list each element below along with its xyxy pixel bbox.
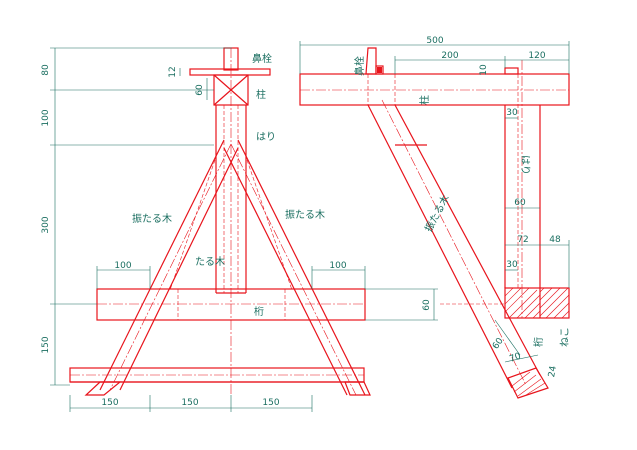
dim-h100b: 100 [329, 261, 346, 271]
label-furutaruki-right: 振たる木 [285, 208, 325, 221]
dim-v100: 100 [41, 109, 51, 126]
dim-h72: 72 [517, 235, 528, 245]
beam-end-hatched [504, 287, 570, 319]
dim-v60: 60 [514, 198, 526, 208]
label-furutaruki-left: 振たる木 [132, 212, 172, 225]
beam [96, 288, 366, 321]
label-hashira-left: 柱 [256, 88, 266, 101]
dim-v300: 300 [41, 216, 51, 233]
dim-v150: 150 [41, 336, 51, 353]
dim-h48: 48 [549, 235, 561, 245]
side-elevation: 500 200 120 10 30 60 72 48 30 60 70 24 鼻… [299, 36, 571, 399]
label-hanabashira-left: 鼻栓 [252, 52, 272, 65]
dim-h200: 200 [441, 51, 458, 61]
label-taruki: たる木 [195, 256, 225, 268]
right-foot [344, 381, 371, 396]
label-keta-left: 桁 [254, 305, 264, 318]
dim-h100a: 100 [114, 261, 131, 271]
label-hanabashira-right: 鼻栓 [353, 56, 366, 76]
label-hari-left: はり [256, 131, 276, 143]
dim-v12: 12 [168, 66, 178, 77]
dim-h500: 500 [426, 36, 443, 46]
dim-d24: 24 [547, 365, 559, 378]
label-furutaruki-side: 振たる木 [422, 193, 452, 234]
dim-v30b: 30 [506, 260, 518, 270]
hatch-pattern [504, 287, 570, 319]
dim-b150c: 150 [262, 398, 279, 408]
dim-v30a: 30 [506, 108, 518, 118]
label-hari-right: はり [519, 155, 531, 175]
dim-b150b: 150 [181, 398, 198, 408]
dim-v60: 60 [195, 84, 205, 96]
label-neji: ねこ [559, 327, 571, 347]
dim-d70: 70 [508, 351, 522, 364]
label-hashira-right: 柱 [418, 95, 431, 105]
peg-wedge [375, 65, 384, 75]
dim-v80: 80 [41, 64, 51, 76]
top-beam-side [299, 73, 570, 106]
peg-side [365, 47, 377, 75]
dim-h120: 120 [528, 51, 545, 61]
dim-v10: 10 [479, 64, 489, 76]
label-keta-right: 桁 [532, 337, 545, 347]
dim-b150a: 150 [101, 398, 118, 408]
dim-d60: 60 [491, 336, 506, 351]
front-elevation: 80 100 300 150 12 60 100 100 60 150 150 … [41, 47, 438, 412]
left-foot [84, 381, 122, 396]
dim-v60b: 60 [422, 299, 432, 311]
